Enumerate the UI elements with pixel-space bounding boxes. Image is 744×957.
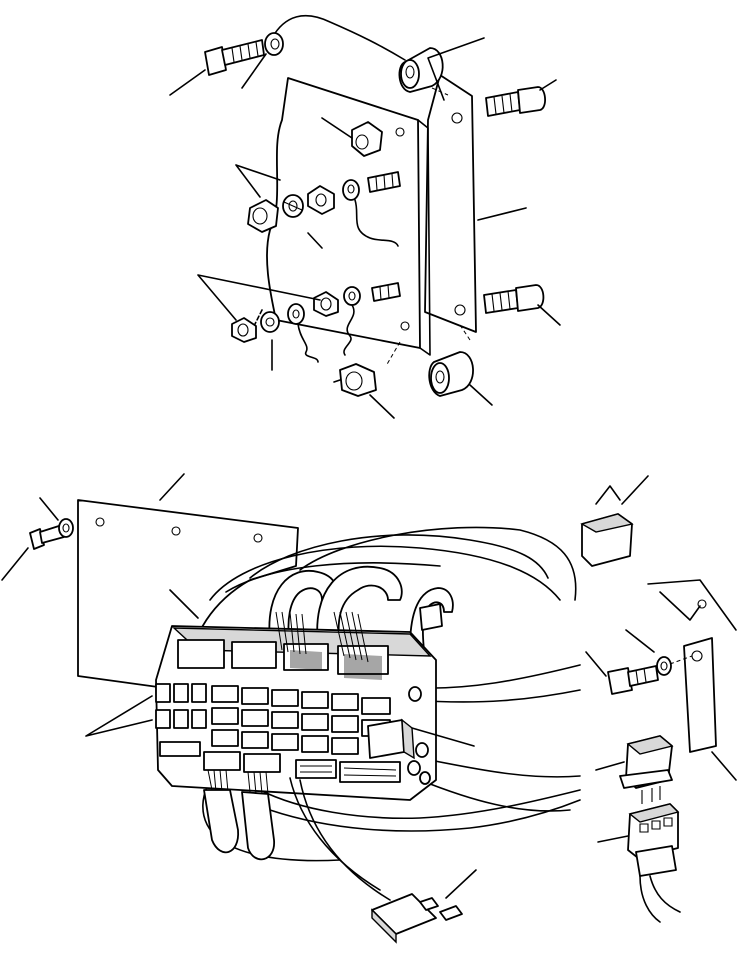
middle-stud	[368, 172, 400, 192]
bracket-hole	[452, 113, 462, 123]
cover-hole	[96, 518, 104, 526]
relay-socket	[628, 804, 680, 922]
lower-nut-left	[232, 318, 256, 342]
top-spacer	[399, 48, 442, 92]
lower-ring-terminal-left	[288, 304, 318, 362]
harness-loop-right	[317, 567, 402, 648]
cover-hole	[172, 527, 180, 535]
middle-cap-nut	[248, 200, 278, 232]
blade-fuse	[372, 894, 462, 942]
mounting-surface-lower	[660, 592, 700, 620]
top-connectors	[178, 640, 388, 680]
bracket-washer	[657, 657, 671, 675]
upper-right-bolt	[486, 87, 545, 116]
bracket-hole	[455, 305, 465, 315]
bracket-bolt	[608, 666, 658, 694]
top-washer	[265, 33, 283, 55]
top-connector-wires	[276, 612, 368, 662]
cover-washer	[59, 519, 73, 537]
board-hole	[396, 128, 404, 136]
middle-ring-terminal	[343, 180, 398, 246]
relay-bracket-assembly	[586, 580, 736, 922]
lower-spacer	[429, 352, 473, 396]
lower-ring-terminal-right	[344, 287, 360, 355]
middle-lockwasher	[283, 195, 303, 217]
plug-in-relay	[620, 736, 672, 804]
rear-bracket-plate	[425, 75, 476, 332]
board-hole	[401, 322, 409, 330]
box-relay	[368, 720, 414, 758]
lower-wire-trunks	[204, 778, 390, 900]
middle-nut	[308, 186, 334, 214]
bottom-cap-nut	[340, 364, 376, 396]
bottom-connectors	[204, 752, 400, 794]
fuse-grid	[156, 684, 390, 756]
top-bolt	[205, 40, 264, 75]
fuse-relay-box-assembly	[2, 474, 648, 942]
cover-hole	[254, 534, 262, 542]
bracket-outline	[272, 16, 405, 60]
mounting-surface	[648, 580, 736, 630]
relay-bracket	[684, 638, 716, 752]
lower-right-bolt	[484, 285, 543, 313]
surface-hole	[698, 600, 706, 608]
harness-boot	[420, 604, 442, 630]
lower-washer	[261, 312, 279, 332]
lower-nut-right	[314, 292, 338, 316]
board-edge	[418, 120, 430, 355]
lower-leader-lines	[2, 474, 648, 898]
lower-stud	[372, 283, 400, 301]
side-grommets	[408, 687, 430, 784]
assembly-link-right	[670, 656, 692, 664]
spare-relay	[582, 486, 632, 566]
board-nut-upper	[352, 122, 382, 156]
upper-mounting-plate-assembly	[170, 16, 560, 418]
upper-leader-lines	[170, 38, 560, 418]
right-leader-lines	[586, 630, 736, 842]
